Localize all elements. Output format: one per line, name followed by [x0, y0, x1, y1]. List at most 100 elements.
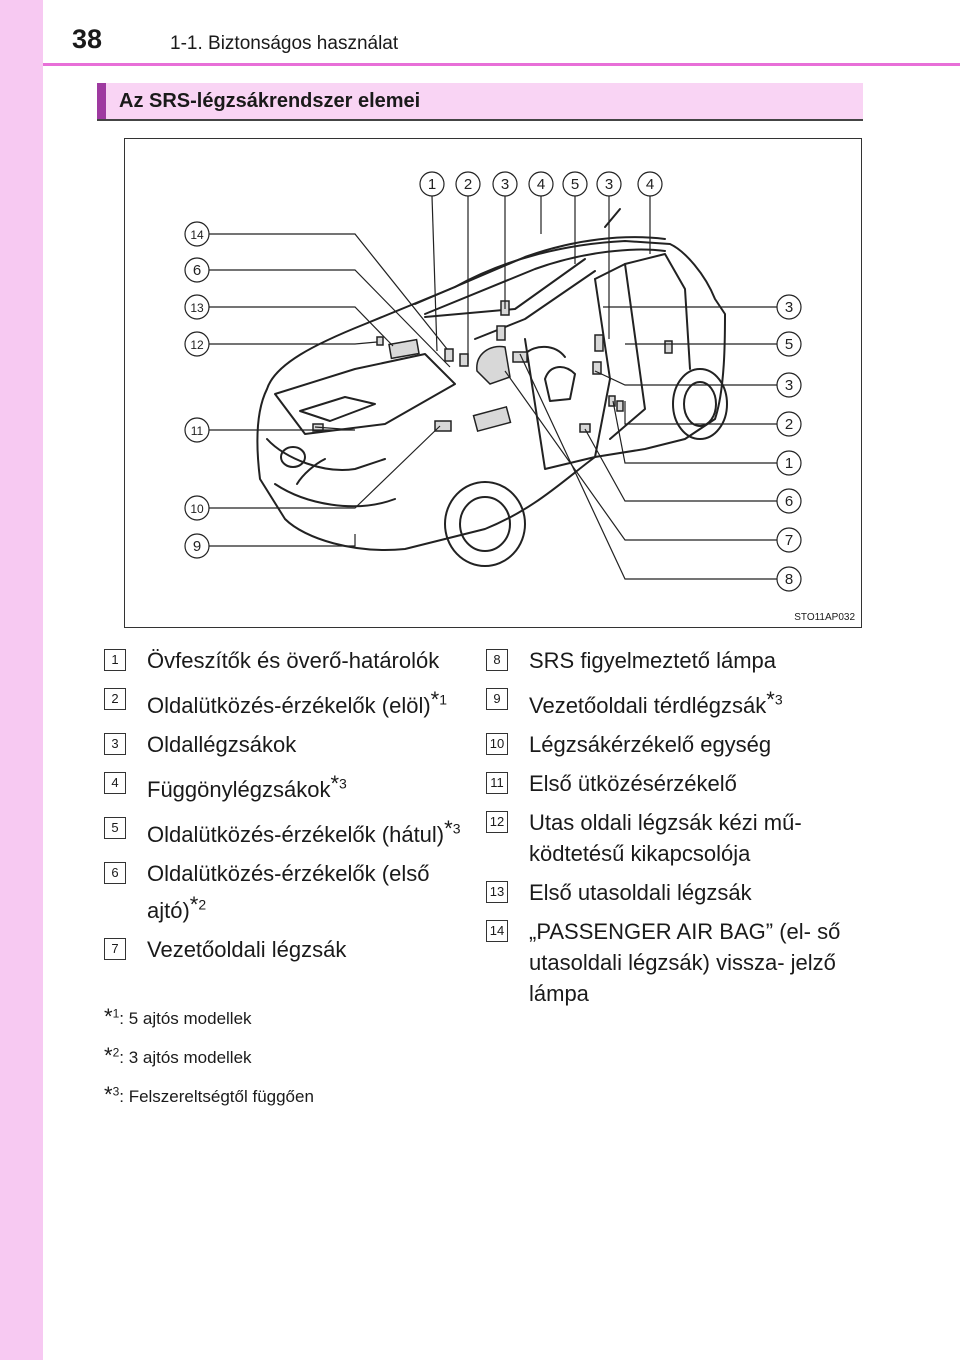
legend-number: 4 [104, 772, 126, 794]
footnote-mark: 2 [112, 1045, 120, 1060]
callout-bubble: 13 [184, 294, 210, 320]
legend-text: Utas oldali légzsák kézi mű- ködtetésű k… [529, 810, 802, 866]
svg-text:1: 1 [428, 176, 436, 193]
callout-bubble: 6 [184, 257, 210, 283]
svg-text:3: 3 [785, 377, 793, 394]
svg-text:5: 5 [571, 176, 579, 193]
leader-line [209, 269, 451, 368]
callout-bubble: 6 [776, 488, 802, 514]
svg-text:6: 6 [785, 493, 793, 510]
callout-bubble: 2 [455, 171, 481, 197]
svg-text:7: 7 [785, 532, 793, 549]
legend-text: Függönylégzsákok [147, 777, 331, 802]
callout-bubble: 4 [528, 171, 554, 197]
footnote-text: : Felszereltségtől függően [119, 1087, 314, 1106]
callout-bubble: 1 [776, 450, 802, 476]
legend-number: 11 [486, 772, 508, 794]
leader-line [431, 195, 438, 352]
svg-text:5: 5 [785, 336, 793, 353]
legend-text: Oldalütközés-érzékelők (elöl) [147, 693, 431, 718]
svg-text:4: 4 [646, 176, 654, 193]
leader-line [594, 370, 777, 386]
svg-text:10: 10 [190, 502, 204, 516]
svg-text:1: 1 [785, 455, 793, 472]
legend-text: „PASSENGER AIR BAG” (el- ső utasoldali l… [529, 919, 841, 1006]
legend-text: Oldalütközés-érzékelők (első ajtó) [147, 861, 430, 923]
callout-bubble: 3 [776, 294, 802, 320]
leader-line [612, 400, 777, 464]
callout-bubble: 10 [184, 495, 210, 521]
svg-text:6: 6 [193, 262, 201, 279]
footnote: *2: 3 ajtós modellek [104, 1043, 252, 1068]
leader-line [624, 401, 777, 425]
callout-bubble: 3 [596, 171, 622, 197]
svg-text:3: 3 [785, 299, 793, 316]
legend-item: 3 Oldallégzsákok [104, 729, 474, 760]
leader-line [209, 425, 441, 509]
legend-number: 1 [104, 649, 126, 671]
legend-number: 3 [104, 733, 126, 755]
callout-bubble: 11 [184, 417, 210, 443]
footnote-mark: 1 [112, 1006, 120, 1021]
legend-number: 6 [104, 862, 126, 884]
svg-text:9: 9 [193, 538, 201, 555]
callout-bubble: 2 [776, 411, 802, 437]
legend-number: 14 [486, 920, 508, 942]
legend-number: 7 [104, 938, 126, 960]
footnote-ref: 3 [339, 775, 347, 792]
legend-item: 11 Első ütközésérzékelő [486, 768, 846, 799]
legend-text: Vezetőoldali térdlégzsák [529, 693, 767, 718]
legend-item: 14 „PASSENGER AIR BAG” (el- ső utasoldali… [486, 916, 846, 1009]
legend-text: Első ütközésérzékelő [529, 771, 737, 796]
footnote-text: : 5 ajtós modellek [119, 1009, 252, 1028]
footnote-mark: 3 [112, 1084, 120, 1099]
legend-text: Oldalütközés-érzékelők (hátul) [147, 822, 445, 847]
footnote: *1: 5 ajtós modellek [104, 1004, 252, 1029]
page-number: 38 [72, 24, 103, 54]
side-color-band [0, 0, 43, 1360]
footnote-ref: 3 [774, 691, 783, 708]
footnote-ref: 2 [198, 896, 207, 913]
legend-item: 12 Utas oldali légzsák kézi mű- ködtetésű… [486, 807, 846, 869]
callout-bubble: 12 [184, 331, 210, 357]
callout-bubble: 4 [637, 171, 663, 197]
legend-number: 10 [486, 733, 508, 755]
svg-text:3: 3 [501, 176, 509, 193]
legend-text: Első utasoldali légzsák [529, 880, 752, 905]
legend-number: 2 [104, 688, 126, 710]
svg-text:2: 2 [464, 176, 472, 193]
footnote-text: : 3 ajtós modellek [119, 1048, 252, 1067]
section-path: 1-1. Biztonságos használat [170, 33, 399, 54]
callout-bubble: 8 [776, 566, 802, 592]
header-rule [43, 63, 960, 66]
legend-number: 5 [104, 817, 126, 839]
svg-text:11: 11 [191, 424, 204, 438]
svg-text:13: 13 [190, 301, 204, 315]
leader-line [209, 306, 394, 347]
leader-line [209, 534, 356, 547]
svg-text:8: 8 [785, 571, 793, 588]
svg-text:3: 3 [605, 176, 613, 193]
footnotes: *1: 5 ajtós modellek *2: 3 ajtós modelle… [104, 1004, 314, 1121]
legend-number: 9 [486, 688, 508, 710]
callout-bubble: 3 [492, 171, 518, 197]
legend-number: 12 [486, 811, 508, 833]
callout-bubble: 5 [776, 331, 802, 357]
legend-number: 8 [486, 649, 508, 671]
legend-text: Oldallégzsákok [147, 732, 297, 757]
footnote-ref: 1 [439, 691, 448, 708]
section-header: Az SRS-légzsákrendszer elemei [97, 83, 863, 119]
footnote-ref: 3 [452, 820, 461, 837]
callout-bubble: 3 [776, 372, 802, 398]
section-title: Az SRS-légzsákrendszer elemei [119, 90, 421, 112]
